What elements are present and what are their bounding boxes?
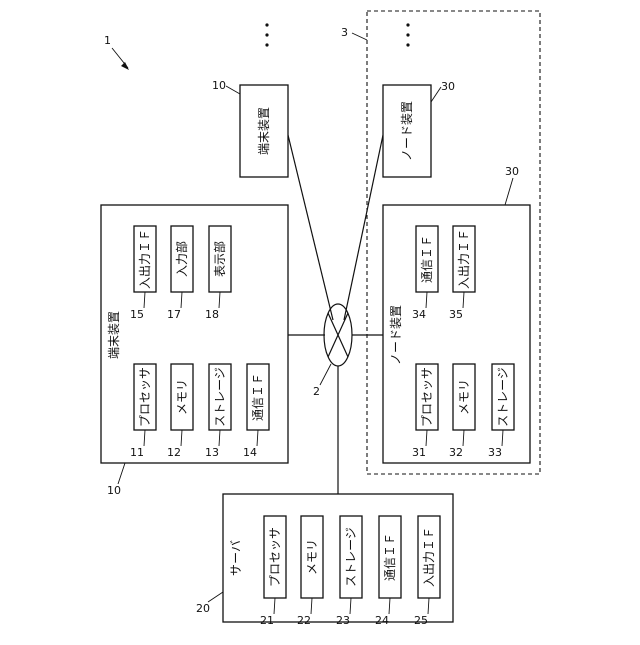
link-small-terminal (288, 135, 333, 320)
server-component-label: プロセッサ (268, 527, 282, 587)
terminal-component-ref: 18 (205, 308, 219, 321)
small-node-ref: 30 (441, 80, 455, 93)
node-component-label: 入出力ＩＦ (457, 229, 471, 289)
node-group-ref: 3 (341, 26, 348, 39)
node-component-ref: 33 (488, 446, 502, 459)
server-component-label: 入出力ＩＦ (422, 527, 436, 587)
terminal-component-label: 通信ＩＦ (251, 373, 265, 421)
ellipsis-dot (265, 43, 268, 46)
terminal-component-ref: 11 (130, 446, 144, 459)
node-component-ref: 34 (412, 308, 426, 321)
small-node-label: ノード装置 (400, 101, 414, 161)
node-component-label: メモリ (457, 379, 471, 415)
small-terminal-ref-leader (226, 86, 240, 94)
ellipsis-dot (265, 23, 268, 26)
terminal-title: 端末装置 (107, 311, 121, 359)
ellipsis-dot (406, 43, 409, 46)
node-component-ref: 32 (449, 446, 463, 459)
figure-ref-label: 1 (104, 34, 111, 47)
server-title: サーバ (229, 540, 243, 576)
terminal-component-ref: 14 (243, 446, 257, 459)
server-component-ref: 25 (414, 614, 428, 627)
component-layer: プロセッサ 11 メモリ 12 ストレージ 13 通信ＩＦ 14 入出力ＩＦ 15 入力部 17 表示部… (130, 226, 514, 627)
terminal-component-label: 表示部 (212, 241, 227, 277)
terminal-ref: 10 (107, 484, 121, 497)
node-component-label: プロセッサ (420, 367, 434, 427)
node-component-label: 通信ＩＦ (420, 235, 434, 283)
node-group-ref-leader (352, 33, 367, 40)
terminal-ref-leader (118, 463, 125, 484)
ellipsis-dot (406, 23, 409, 26)
node-ref-leader (505, 178, 513, 205)
server-component-ref: 24 (375, 614, 389, 627)
server-component-ref: 21 (260, 614, 274, 627)
figure-ref-arrow-head (121, 62, 129, 70)
server-component-label: メモリ (305, 539, 319, 575)
terminal-component-ref: 15 (130, 308, 144, 321)
server-component-ref: 22 (297, 614, 311, 627)
ellipsis-dot (406, 33, 409, 36)
small-node-device: ノード装置 (383, 85, 431, 177)
terminal-component-ref: 13 (205, 446, 219, 459)
node-component-ref: 35 (449, 308, 463, 321)
terminal-component-label: ストレージ (213, 367, 227, 427)
server-component-label: 通信ＩＦ (383, 533, 397, 581)
small-node-ref-leader (431, 87, 441, 102)
small-terminal-ref: 10 (212, 79, 226, 92)
server-component-label: ストレージ (344, 527, 358, 587)
node-component-label: ストレージ (496, 367, 510, 427)
network-ref-leader (320, 364, 331, 385)
terminal-component-label: 入力部 (174, 241, 189, 277)
ellipsis-dot (265, 33, 268, 36)
server-ref: 20 (196, 602, 210, 615)
small-terminal-label: 端末装置 (257, 107, 271, 155)
link-small-node (344, 135, 383, 320)
terminal-component-ref: 12 (167, 446, 181, 459)
network-cloud (324, 304, 352, 366)
terminal-component-label: プロセッサ (138, 367, 152, 427)
terminal-component-ref: 17 (167, 308, 181, 321)
server-component-ref: 23 (336, 614, 350, 627)
terminal-component-label: 入出力ＩＦ (138, 229, 152, 289)
node-ref: 30 (505, 165, 519, 178)
node-component-ref: 31 (412, 446, 426, 459)
terminal-component-label: メモリ (175, 379, 189, 415)
node-title: ノード装置 (389, 305, 403, 365)
network-ref: 2 (313, 385, 320, 398)
small-terminal-device: 端末装置 (240, 85, 288, 177)
server-ref-leader (208, 592, 223, 602)
